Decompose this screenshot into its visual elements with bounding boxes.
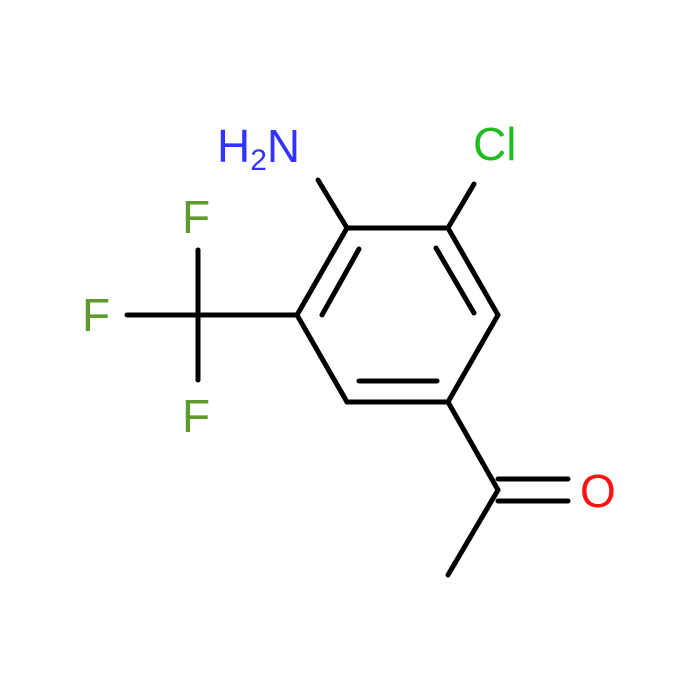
ring-bond-c5-c6 <box>294 312 350 405</box>
fluoro-left-label: F <box>82 289 110 341</box>
bond-c1-nh2 <box>315 177 350 231</box>
ring-bond-c2-c3 <box>445 225 501 318</box>
amino-subscript: 2 <box>250 144 267 177</box>
ring-inner-bond-c6-c1 <box>319 246 362 318</box>
oxygen-label: O <box>580 465 616 517</box>
amino-label: H2N <box>217 120 300 177</box>
fluoro-bottom-label: F <box>182 390 210 442</box>
bond-c4-carbonyl <box>445 399 501 493</box>
ring-bond-c3-c4 <box>445 312 501 405</box>
ring-bond-c6-c1 <box>294 225 350 318</box>
bond-carbonyl-methyl <box>445 487 501 578</box>
amino-h: H <box>217 120 250 172</box>
chloro-label: Cl <box>473 118 516 170</box>
amino-n: N <box>267 120 300 172</box>
fluoro-top-label: F <box>182 191 210 243</box>
bond-c2-cl <box>445 181 477 231</box>
ring-inner-bond-c2-c3 <box>433 245 477 316</box>
